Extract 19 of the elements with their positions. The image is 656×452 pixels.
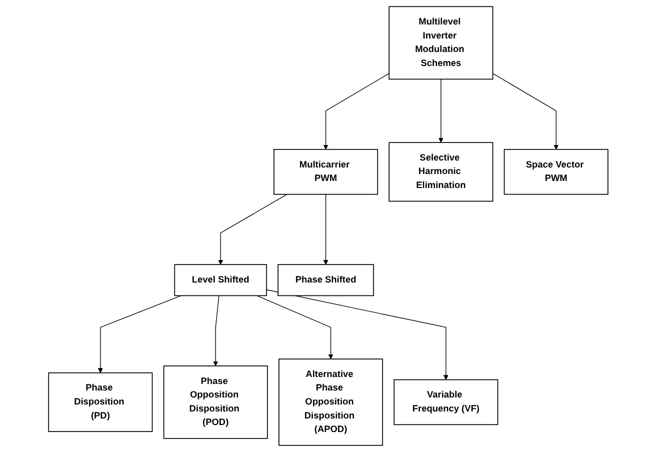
- node-box: Space Vector PWM: [504, 148, 608, 195]
- arrow: [492, 73, 558, 150]
- node-box: Phase Shifted: [277, 264, 374, 296]
- node-box: Multilevel Inverter Modulation Schemes: [388, 6, 493, 80]
- arrow: [218, 194, 288, 265]
- arrow: [256, 295, 334, 360]
- node-box: Alternative Phase Opposition Disposition (APOD): [278, 358, 383, 446]
- node-box: Phase Disposition (PD): [48, 372, 152, 432]
- node-box: Level Shifted: [174, 264, 267, 296]
- node-box: Multicarrier PWM: [273, 148, 378, 195]
- arrow: [322, 73, 390, 150]
- arrow: [266, 289, 448, 380]
- arrow: [322, 194, 328, 265]
- node-box: Selective Harmonic Elimination: [388, 142, 493, 202]
- arrow: [98, 295, 182, 374]
- node-box: Variable Frequency (VF): [393, 379, 498, 426]
- arrow: [438, 78, 444, 143]
- node-box: Phase Opposition Disposition (POD): [163, 365, 268, 439]
- arrow: [212, 295, 219, 366]
